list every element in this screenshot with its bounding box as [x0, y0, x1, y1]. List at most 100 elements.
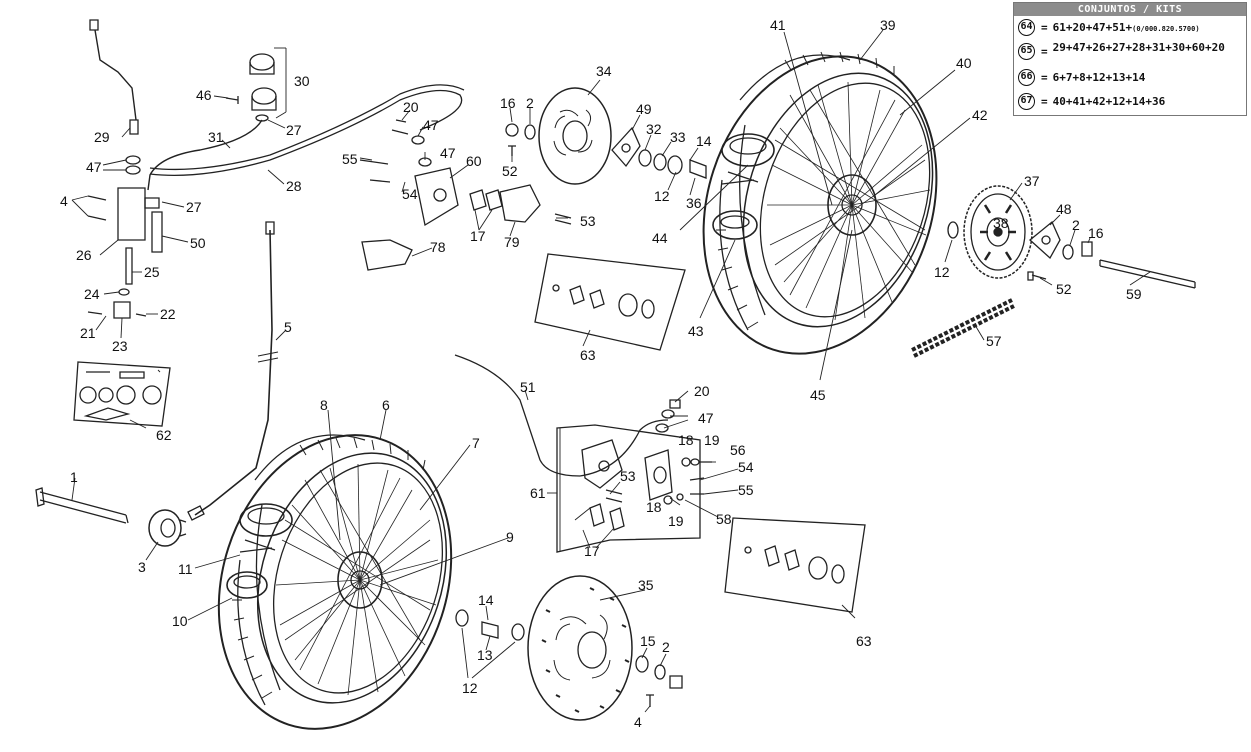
callout-16-rear-right: 16: [1088, 225, 1104, 241]
callout-12-rear-left: 12: [654, 188, 670, 204]
callout-50: 50: [190, 235, 206, 251]
front-caliper: [581, 439, 623, 489]
rear-axle: [1099, 259, 1196, 289]
callout-53-rear: 53: [580, 213, 596, 229]
front-wheel: [217, 434, 453, 730]
callout-28: 28: [286, 178, 302, 194]
callout-19-lower: 19: [668, 513, 684, 529]
callout-27-lower: 27: [186, 199, 202, 215]
rear-caliper-bracket: [414, 167, 459, 227]
callout-7: 7: [472, 435, 480, 451]
speedometer-cable: [194, 229, 273, 516]
front-caliper-box: [556, 424, 701, 553]
kits-table-title: CONJUNTOS / KITS: [1014, 3, 1246, 16]
kit-equals: =: [1041, 45, 1048, 58]
kit-formula: 6+7+8+12+13+14: [1053, 66, 1235, 84]
callout-13: 13: [477, 647, 493, 663]
callout-30: 30: [294, 73, 310, 89]
kit-row-67: 67 = 40+41+42+12+14+36: [1014, 90, 1246, 114]
kit-equals: =: [1041, 21, 1048, 34]
front-brake-disc: [527, 575, 633, 721]
callout-33: 33: [670, 129, 686, 145]
kit-formula: 40+41+42+12+14+36: [1053, 90, 1235, 108]
seal-kit-box: [73, 361, 171, 427]
brake-switch-wire: [94, 29, 137, 121]
kit-formula-text: 40+41+42+12+14+36: [1052, 95, 1166, 108]
callout-62: 62: [156, 427, 172, 443]
callout-32: 32: [646, 121, 662, 137]
rear-caliper: [499, 184, 541, 223]
callout-34: 34: [596, 63, 612, 79]
callout-10: 10: [172, 613, 188, 629]
callout-25: 25: [144, 264, 160, 280]
callout-52-rear-right: 52: [1056, 281, 1072, 297]
callout-2-rear-left: 2: [526, 95, 534, 111]
kit-id-badge: 66: [1018, 69, 1035, 86]
callout-16-rear-left: 16: [500, 95, 516, 111]
callout-29: 29: [94, 129, 110, 145]
callout-63-upper: 63: [580, 347, 596, 363]
callout-58: 58: [716, 511, 732, 527]
callout-54-front: 54: [738, 459, 754, 475]
callout-4-left: 4: [60, 193, 68, 209]
kit-id-badge: 65: [1018, 43, 1035, 60]
callout-57: 57: [986, 333, 1002, 349]
callout-17-rear: 17: [470, 228, 486, 244]
kit-reference-note: (0/000.820.5700): [1132, 25, 1200, 33]
callout-54-rear: 54: [402, 186, 418, 202]
callout-24: 24: [84, 286, 100, 302]
callout-12-rear-right: 12: [934, 264, 950, 280]
callout-18-upper: 18: [678, 432, 694, 448]
kit-equals: =: [1041, 95, 1048, 108]
caliper-kit-box-upper: [534, 253, 686, 351]
callout-47-rear-lower: 47: [440, 145, 456, 161]
callout-2-front: 2: [662, 639, 670, 655]
kits-table: CONJUNTOS / KITS 64 = 61+20+47+51+(0/000…: [1013, 2, 1247, 116]
chain: [911, 298, 1015, 358]
rear-master-cylinder: [117, 187, 146, 241]
callout-20-front: 20: [694, 383, 710, 399]
callout-1: 1: [70, 469, 78, 485]
callout-18-lower: 18: [646, 499, 662, 515]
callout-15: 15: [640, 633, 656, 649]
kit-row-66: 66 = 6+7+8+12+13+14: [1014, 66, 1246, 90]
callout-46: 46: [196, 87, 212, 103]
callout-43: 43: [688, 323, 704, 339]
callout-14-rear: 14: [696, 133, 712, 149]
callout-39: 39: [880, 17, 896, 33]
sprocket-carrier: [1029, 220, 1061, 260]
callout-27-upper: 27: [286, 122, 302, 138]
callout-8: 8: [320, 397, 328, 413]
callout-45: 45: [810, 387, 826, 403]
callout-17-front: 17: [584, 543, 600, 559]
callout-49: 49: [636, 101, 652, 117]
front-axle: [35, 487, 129, 524]
callout-36: 36: [686, 195, 702, 211]
kit-id-badge: 64: [1018, 19, 1035, 36]
rear-brake-disc: [538, 87, 612, 185]
callout-44: 44: [652, 230, 668, 246]
callout-55-rear: 55: [342, 151, 358, 167]
callout-47-rear-upper: 47: [423, 117, 439, 133]
callout-22: 22: [160, 306, 176, 322]
callout-31: 31: [208, 129, 224, 145]
callout-40: 40: [956, 55, 972, 71]
callout-19-upper: 19: [704, 432, 720, 448]
kit-row-64: 64 = 61+20+47+51+(0/000.820.5700): [1014, 16, 1246, 40]
kit-row-65: 65 = 29+47+26+27+28+31+30+60+20: [1014, 40, 1246, 66]
callout-79: 79: [504, 234, 520, 250]
reservoir-hose: [147, 119, 263, 191]
callout-63-lower: 63: [856, 633, 872, 649]
callout-9: 9: [506, 529, 514, 545]
callout-6: 6: [382, 397, 390, 413]
callout-59: 59: [1126, 286, 1142, 302]
callout-61: 61: [530, 485, 546, 501]
callout-5: 5: [284, 319, 292, 335]
kit-id-badge: 67: [1018, 93, 1035, 110]
callout-4-front: 4: [634, 714, 642, 730]
callout-41: 41: [770, 17, 786, 33]
callout-35: 35: [638, 577, 654, 593]
callout-47-left: 47: [86, 159, 102, 175]
callout-53-front: 53: [620, 468, 636, 484]
